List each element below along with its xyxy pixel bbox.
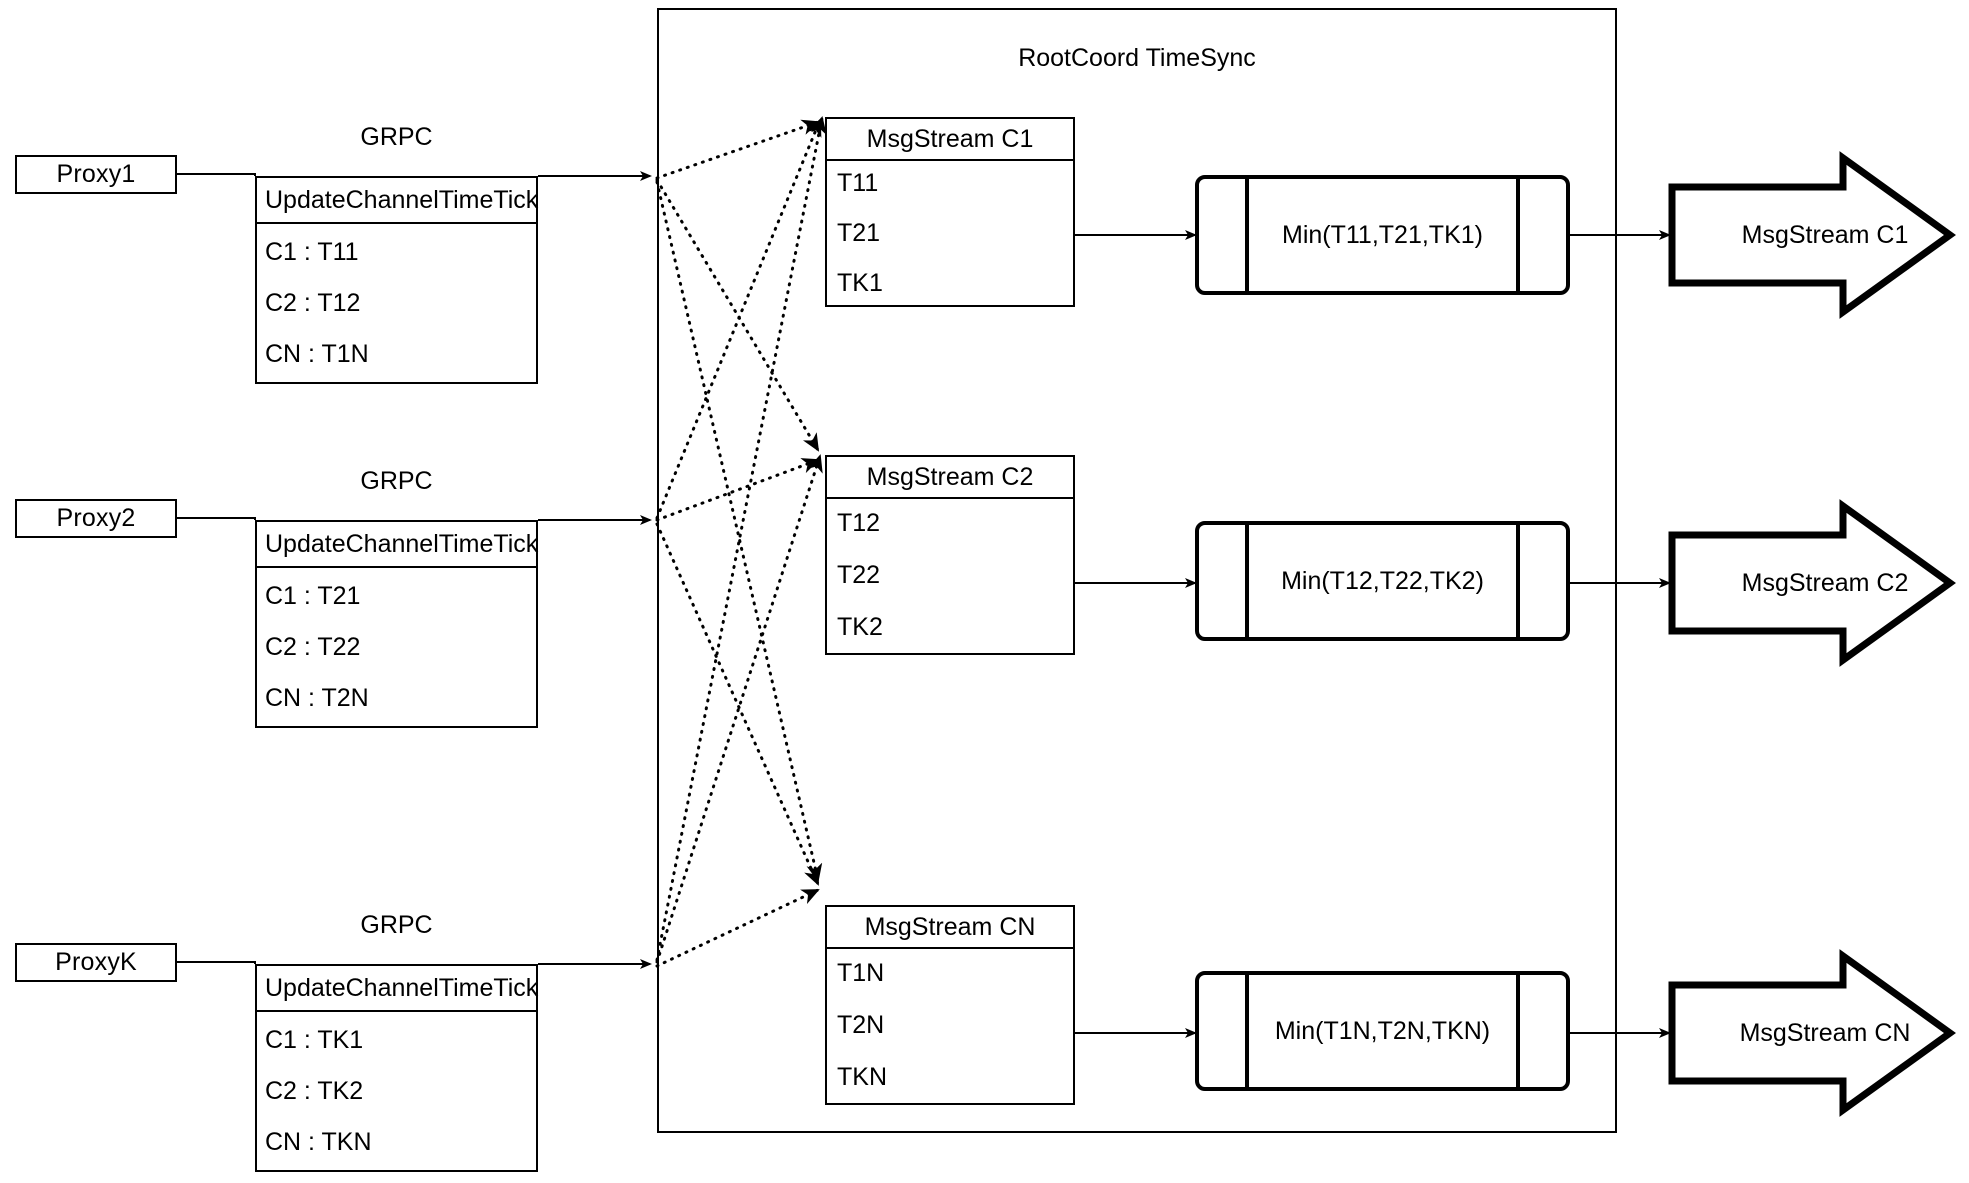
process-bar-right-3 [1516, 971, 1520, 1091]
msgstream-body-3: T1N T2N TKN [827, 949, 1073, 1103]
proxy-box-1[interactable]: Proxy1 [15, 155, 177, 194]
min-process-label-1: Min(T11,T21,TK1) [1282, 220, 1483, 249]
msgstream-header-1: MsgStream C1 [827, 119, 1073, 161]
uct-row-2-1: C1 : T21 [265, 582, 361, 610]
proxy-label-3: ProxyK [55, 948, 137, 976]
process-bar-right-2 [1516, 521, 1520, 641]
uct-row-3-3: CN : TKN [265, 1128, 372, 1156]
proxy-label-2: Proxy2 [56, 504, 136, 532]
grpc-label-3: GRPC [360, 911, 433, 939]
output-label-2: MsgStream C2 [1741, 568, 1909, 597]
uct-row-1-2: C2 : T12 [265, 289, 361, 317]
msgstream-row-2-1: T12 [837, 509, 881, 537]
msgstream-row-1-3: TK1 [837, 269, 883, 297]
output-label-3: MsgStream CN [1739, 1018, 1911, 1047]
output-label-1: MsgStream C1 [1741, 220, 1909, 249]
update-channel-timetick-box-1: UpdateChannelTimeTick C1 : T11 C2 : T12 … [255, 176, 538, 384]
proxy-box-2[interactable]: Proxy2 [15, 499, 177, 538]
proxy-label-1: Proxy1 [56, 160, 136, 188]
msgstream-row-3-1: T1N [837, 959, 885, 987]
uct-header-3: UpdateChannelTimeTick [257, 966, 538, 1012]
uct-row-2-2: C2 : T22 [265, 633, 361, 661]
msgstream-header-3: MsgStream CN [827, 907, 1073, 949]
uct-row-2-3: CN : T2N [265, 684, 369, 712]
process-bar-left-1 [1245, 175, 1249, 295]
msgstream-row-2-2: T22 [837, 561, 881, 589]
msgstream-body-2: T12 T22 TK2 [827, 499, 1073, 653]
process-bar-right-1 [1516, 175, 1520, 295]
msgstream-row-1-1: T11 [837, 169, 879, 197]
grpc-label-2: GRPC [360, 467, 433, 495]
uct-body-2: C1 : T21 C2 : T22 CN : T2N [257, 568, 536, 726]
uct-body-1: C1 : T11 C2 : T12 CN : T1N [257, 224, 536, 382]
update-channel-timetick-box-2: UpdateChannelTimeTick C1 : T21 C2 : T22 … [255, 520, 538, 728]
uct-row-3-1: C1 : TK1 [265, 1026, 364, 1054]
grpc-label-1: GRPC [360, 123, 433, 151]
update-channel-timetick-box-3: UpdateChannelTimeTick C1 : TK1 C2 : TK2 … [255, 964, 538, 1172]
proxy-box-3[interactable]: ProxyK [15, 943, 177, 982]
msgstream-box-3: MsgStream CN T1N T2N TKN [825, 905, 1075, 1105]
uct-row-1-1: C1 : T11 [265, 238, 359, 266]
output-block-arrow-1: MsgStream C1 [1672, 187, 1950, 283]
msgstream-row-3-2: T2N [837, 1011, 885, 1039]
msgstream-row-3-3: TKN [837, 1063, 887, 1091]
msgstream-body-1: T11 T21 TK1 [827, 161, 1073, 305]
output-block-arrow-shapes [1668, 151, 1956, 1117]
uct-row-1-3: CN : T1N [265, 340, 369, 368]
output-block-arrow-3: MsgStream CN [1672, 985, 1950, 1081]
rootcoord-timesync-container [657, 8, 1617, 1133]
msgstream-box-1: MsgStream C1 T11 T21 TK1 [825, 117, 1075, 307]
min-process-label-3: Min(T1N,T2N,TKN) [1274, 1016, 1491, 1045]
uct-header-1: UpdateChannelTimeTick [257, 178, 538, 224]
process-bar-left-2 [1245, 521, 1249, 641]
min-process-box-2: Min(T12,T22,TK2) [1195, 521, 1570, 641]
output-block-arrow-2: MsgStream C2 [1672, 535, 1950, 631]
uct-row-3-2: C2 : TK2 [265, 1077, 364, 1105]
msgstream-header-2: MsgStream C2 [827, 457, 1073, 499]
msgstream-row-2-3: TK2 [837, 613, 883, 641]
min-process-label-2: Min(T12,T22,TK2) [1281, 566, 1484, 595]
msgstream-row-1-2: T21 [837, 219, 881, 247]
min-process-box-3: Min(T1N,T2N,TKN) [1195, 971, 1570, 1091]
process-bar-left-3 [1245, 971, 1249, 1091]
uct-body-3: C1 : TK1 C2 : TK2 CN : TKN [257, 1012, 536, 1170]
rootcoord-timesync-title: RootCoord TimeSync [1018, 44, 1256, 72]
uct-header-2: UpdateChannelTimeTick [257, 522, 538, 568]
msgstream-box-2: MsgStream C2 T12 T22 TK2 [825, 455, 1075, 655]
min-process-box-1: Min(T11,T21,TK1) [1195, 175, 1570, 295]
